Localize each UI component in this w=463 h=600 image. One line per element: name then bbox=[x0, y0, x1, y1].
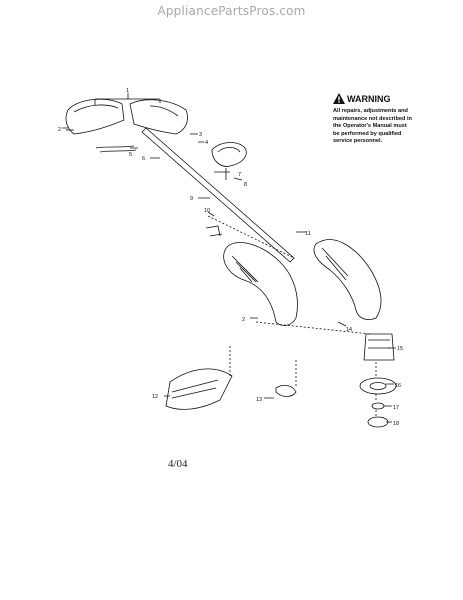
callout-14: 14 bbox=[346, 327, 352, 333]
callout-5: 5 bbox=[129, 152, 132, 158]
callout-2: 2 bbox=[58, 127, 61, 133]
motor-housing bbox=[313, 239, 382, 320]
callout-4: 4 bbox=[205, 140, 208, 146]
callout-12: 12 bbox=[152, 394, 158, 400]
warning-line-2: maintenance not described in bbox=[333, 115, 412, 122]
lower-housing bbox=[223, 242, 298, 326]
callout-18: 18 bbox=[393, 421, 399, 427]
callout-17: 17 bbox=[393, 405, 399, 411]
clamp bbox=[275, 384, 297, 397]
callout-10: 10 bbox=[204, 208, 210, 214]
spool bbox=[359, 377, 397, 395]
callout-15: 15 bbox=[397, 346, 403, 352]
grass-guard bbox=[165, 368, 233, 410]
callout-2b: 2 bbox=[242, 317, 245, 323]
warning-line-5: service personnel. bbox=[333, 138, 383, 145]
shaft bbox=[141, 127, 295, 263]
callout-9: 9 bbox=[190, 196, 193, 202]
auxiliary-handle bbox=[211, 142, 247, 167]
warning-line-3: the Operator's Manual must bbox=[333, 123, 407, 130]
callout-3: 3 bbox=[199, 132, 202, 138]
callout-13: 13 bbox=[256, 397, 262, 403]
callout-1: 1 bbox=[126, 88, 129, 94]
warning-box: WARNING All repairs, adjustments and mai… bbox=[333, 93, 451, 146]
guard-housing-left bbox=[65, 98, 125, 135]
callout-16: 16 bbox=[395, 383, 401, 389]
callout-7: 7 bbox=[238, 172, 241, 178]
callout-6: 6 bbox=[142, 156, 145, 162]
date-code: 4/04 bbox=[168, 458, 188, 470]
warning-line-4: be performed by qualified bbox=[333, 130, 402, 137]
motor bbox=[363, 333, 395, 361]
warning-line-1: All repairs, adjustments and bbox=[333, 108, 408, 114]
guard-housing-right bbox=[129, 99, 188, 135]
warning-text: All repairs, adjustments and maintenance… bbox=[333, 108, 451, 146]
site-header: AppliancePartsPros.com bbox=[157, 4, 306, 18]
warning-triangle-icon bbox=[333, 93, 345, 104]
callout-11: 11 bbox=[305, 231, 311, 237]
warning-title: WARNING bbox=[347, 94, 391, 104]
callout-8: 8 bbox=[244, 182, 247, 188]
callout-labels: 1 2 3 4 5 6 7 8 9 10 11 2 12 13 14 15 16… bbox=[58, 88, 403, 427]
